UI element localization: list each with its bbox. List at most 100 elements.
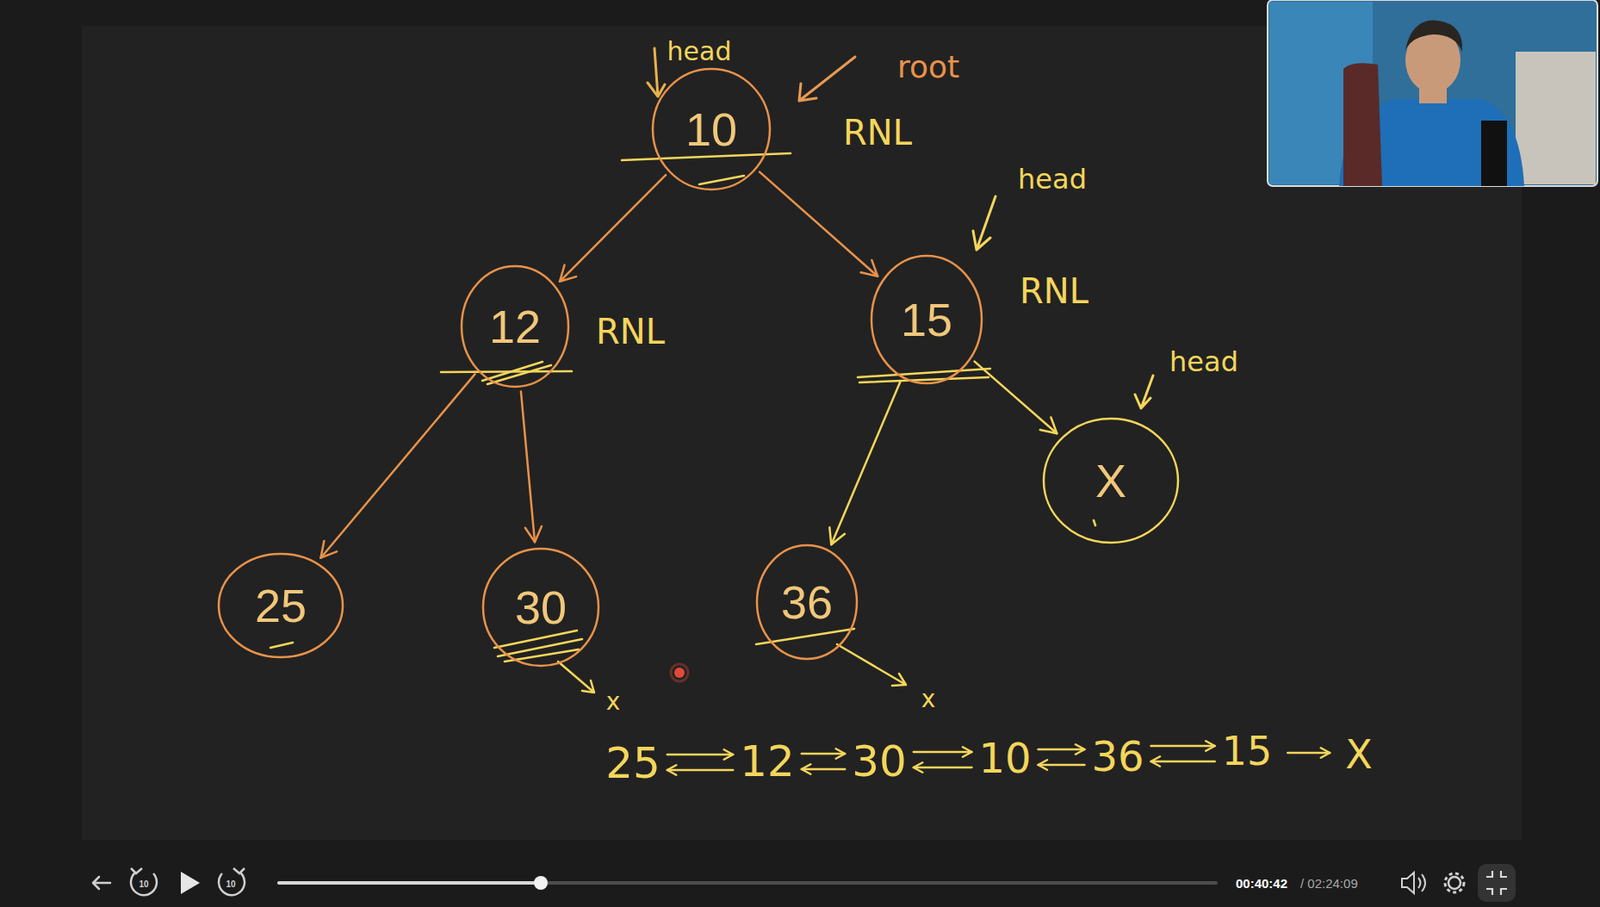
- link-line: [801, 768, 845, 771]
- pointer-label: root: [897, 51, 960, 83]
- pointer-label: head: [1169, 347, 1239, 376]
- arrow-head: [320, 540, 337, 559]
- list-link: [801, 763, 845, 775]
- arrow-head: [1320, 747, 1331, 758]
- arrow-head: [1205, 740, 1216, 751]
- node-value: 15: [900, 296, 953, 343]
- arrow-head: [801, 763, 812, 775]
- circle-outline: [756, 545, 857, 659]
- list-item: 30: [851, 739, 907, 783]
- arrow-head: [525, 526, 542, 542]
- tree-edge: [320, 373, 475, 558]
- traversal-order: RNL: [595, 314, 665, 349]
- null-mark: x: [606, 689, 621, 714]
- list-link: [1287, 747, 1330, 758]
- pointer-label: head: [667, 38, 732, 65]
- arrow-head: [1075, 744, 1086, 755]
- tree-edge: [759, 172, 878, 277]
- circle-outline: [652, 68, 770, 190]
- link-line: [1287, 751, 1330, 755]
- webcam-inset: [1267, 0, 1598, 187]
- traversal-order: RNL: [1019, 273, 1089, 309]
- rewind-seconds: 10: [138, 880, 149, 889]
- tree-edge: [520, 391, 542, 543]
- pointer-dot: [674, 667, 685, 678]
- edge-line: [759, 172, 878, 277]
- list-link: [1151, 756, 1216, 767]
- pointer-label: head: [1017, 165, 1087, 193]
- list-item: 25: [605, 741, 661, 785]
- list-link: [667, 764, 733, 776]
- null-mark: x: [921, 687, 937, 712]
- list-item: X: [1345, 734, 1373, 775]
- arrow-head: [913, 762, 924, 773]
- tree-node: X: [1041, 416, 1180, 545]
- list-link: [913, 762, 973, 773]
- node-value: 25: [254, 582, 307, 629]
- arrow-head: [1038, 759, 1049, 770]
- list-item: 12: [739, 739, 795, 783]
- link-line: [1151, 744, 1216, 748]
- link-line: [667, 768, 733, 772]
- list-link: [913, 746, 973, 757]
- list-link: [667, 749, 733, 760]
- arrow-head: [861, 260, 879, 277]
- arrow-head: [559, 265, 577, 282]
- tree-node: 25: [217, 551, 345, 659]
- edge-line: [559, 174, 666, 282]
- total-time: / 02:24:09: [1300, 876, 1359, 890]
- edge-line: [974, 361, 1058, 435]
- edge-line: [320, 373, 475, 558]
- list-link: [1151, 740, 1216, 751]
- node-value: 36: [781, 578, 833, 626]
- pointer-dot-halo: [670, 663, 689, 682]
- arrow-head: [829, 527, 845, 545]
- traversal-marks: [270, 153, 1096, 662]
- circle-outline: [871, 255, 982, 384]
- link-line: [913, 750, 973, 754]
- list-link: [1038, 759, 1086, 770]
- node-value: 30: [514, 583, 567, 631]
- list-item: 15: [1221, 731, 1273, 771]
- node-value: 10: [685, 105, 738, 153]
- arrow-head: [836, 748, 846, 759]
- arrow-head: [1151, 756, 1161, 767]
- list-item: 10: [978, 737, 1031, 779]
- tree-node: 12: [459, 264, 571, 389]
- link-line: [1151, 760, 1216, 763]
- arrow-head: [724, 749, 734, 760]
- link-line: [801, 752, 845, 756]
- node-value: X: [1095, 457, 1127, 504]
- link-line: [667, 753, 733, 757]
- tree-node: 15: [869, 254, 984, 385]
- link-line: [913, 766, 973, 769]
- forward-seconds: 10: [225, 880, 236, 889]
- edge-line: [831, 381, 900, 545]
- circle-outline: [483, 548, 599, 666]
- link-line: [1038, 763, 1086, 767]
- link-line: [1038, 748, 1086, 751]
- player-controls: [93, 863, 1516, 902]
- tree-node: 36: [755, 543, 859, 661]
- arrow-head: [962, 746, 973, 757]
- pointer-arrows: [647, 48, 1154, 409]
- tree-edge: [559, 174, 666, 282]
- tree-edge: [974, 361, 1058, 435]
- traversal-order: RNL: [843, 115, 912, 150]
- tree-node: 30: [481, 546, 601, 668]
- tree-edge: [829, 381, 900, 545]
- null-arrows: [558, 644, 906, 693]
- list-link: [1038, 744, 1086, 755]
- circle-outline: [1043, 418, 1179, 543]
- tree-node: 10: [651, 67, 772, 192]
- circle-outline: [461, 266, 569, 387]
- circle-outline: [218, 553, 343, 658]
- arrow-head: [667, 764, 677, 776]
- arrow-head: [1040, 416, 1058, 434]
- list-item: 36: [1091, 735, 1144, 777]
- edge-line: [520, 391, 535, 543]
- list-link: [801, 748, 845, 759]
- node-value: 12: [489, 303, 541, 350]
- current-time: 00:40:42: [1235, 876, 1288, 890]
